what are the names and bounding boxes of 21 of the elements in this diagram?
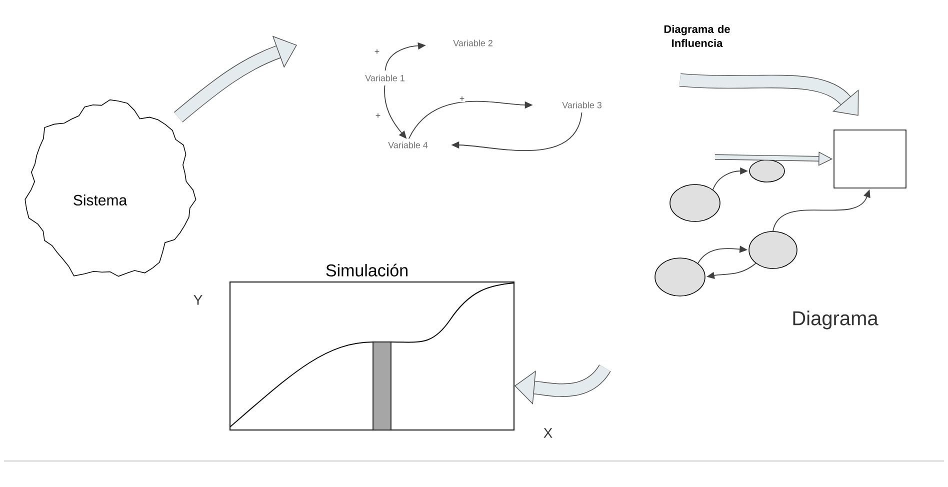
ellipse [654, 258, 706, 296]
diagram-caption: Diagrama [793, 310, 878, 330]
block-arrow [514, 364, 610, 405]
box [834, 130, 906, 188]
block-arrow [680, 73, 859, 116]
ellipse [670, 184, 720, 222]
block-arrow [174, 36, 297, 122]
axis-label: X [544, 428, 552, 438]
node-label: Simulación [326, 264, 408, 276]
variable-label: Variable 2 [453, 40, 492, 46]
variable-label: Variable 1 [365, 74, 404, 82]
diagram-heading: Diagrama de Influencia [664, 24, 730, 48]
variable-label: Variable 4 [388, 142, 428, 148]
edge-label: + [458, 96, 466, 102]
ellipse [749, 160, 785, 182]
edge-label: + [374, 48, 380, 56]
edge-label: + [374, 112, 382, 120]
ellipse [748, 231, 798, 269]
axis-label: Y [194, 295, 202, 305]
simulation-chart: Simulación [230, 264, 514, 430]
variable-label: Variable 3 [562, 102, 602, 108]
